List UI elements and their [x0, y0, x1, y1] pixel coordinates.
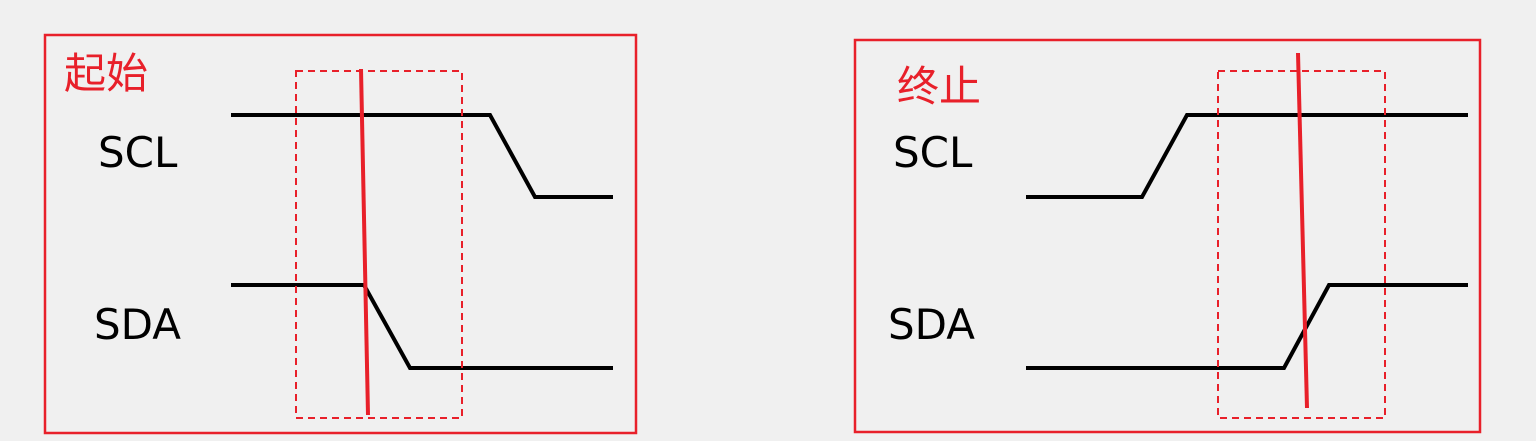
stop-scl-waveform: [1026, 113, 1468, 199]
stop-panel-frame: [853, 38, 1482, 434]
stop-panel-title: 终止: [897, 62, 981, 111]
stop-sda-label: SDA: [888, 300, 975, 349]
start-scl-label: SCL: [98, 128, 178, 177]
start-highlight-box: [295, 70, 463, 419]
stop-marker-line: [1296, 52, 1309, 409]
stop-condition-panel: 终止 SCL SDA: [853, 38, 1482, 434]
start-sda-label: SDA: [94, 300, 181, 349]
start-condition-panel: 起始 SCL SDA: [43, 33, 638, 435]
start-panel-frame: [43, 33, 638, 435]
stop-sda-waveform: [1026, 283, 1468, 370]
start-panel-title: 起始: [64, 49, 148, 98]
stop-scl-label: SCL: [893, 128, 973, 177]
start-scl-waveform: [231, 113, 613, 199]
start-sda-waveform: [231, 283, 613, 370]
start-marker-line: [359, 68, 370, 416]
stop-highlight-box: [1217, 70, 1386, 419]
